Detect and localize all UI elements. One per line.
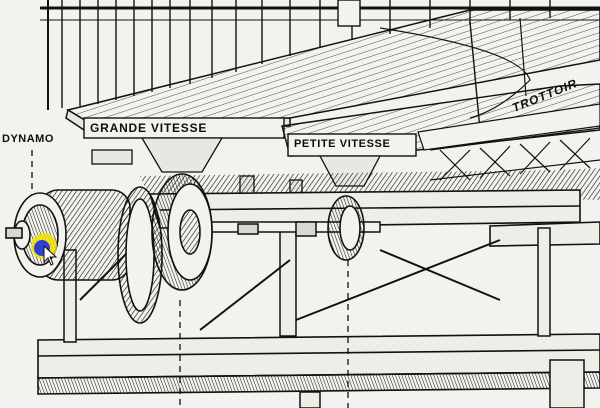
mouse-pointer-icon bbox=[43, 244, 58, 266]
trottoir-lattice bbox=[429, 127, 600, 181]
grande-vitesse-label: GRANDE VITESSE bbox=[90, 121, 208, 135]
petite-vitesse-label: PETITE VITESSE bbox=[294, 138, 391, 150]
dynamo-machine bbox=[5, 189, 131, 281]
timber-posts bbox=[63, 227, 585, 408]
upper-railing bbox=[40, 0, 600, 110]
timber-beams bbox=[37, 189, 600, 395]
small-pulley bbox=[327, 195, 365, 261]
dynamo-label: DYNAMO bbox=[2, 133, 54, 145]
gear-flywheel-assembly bbox=[117, 173, 213, 324]
